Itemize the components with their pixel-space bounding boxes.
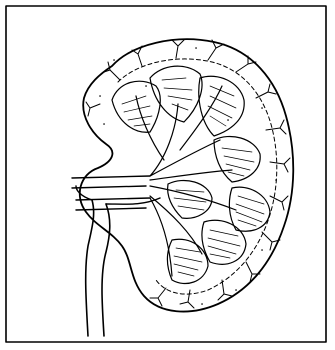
renal-artery	[72, 176, 150, 188]
renal-pelvis	[76, 186, 160, 204]
ureter	[86, 200, 94, 336]
ureter-inner	[102, 204, 110, 336]
image-border	[6, 6, 326, 342]
medullary-striations	[122, 78, 264, 276]
